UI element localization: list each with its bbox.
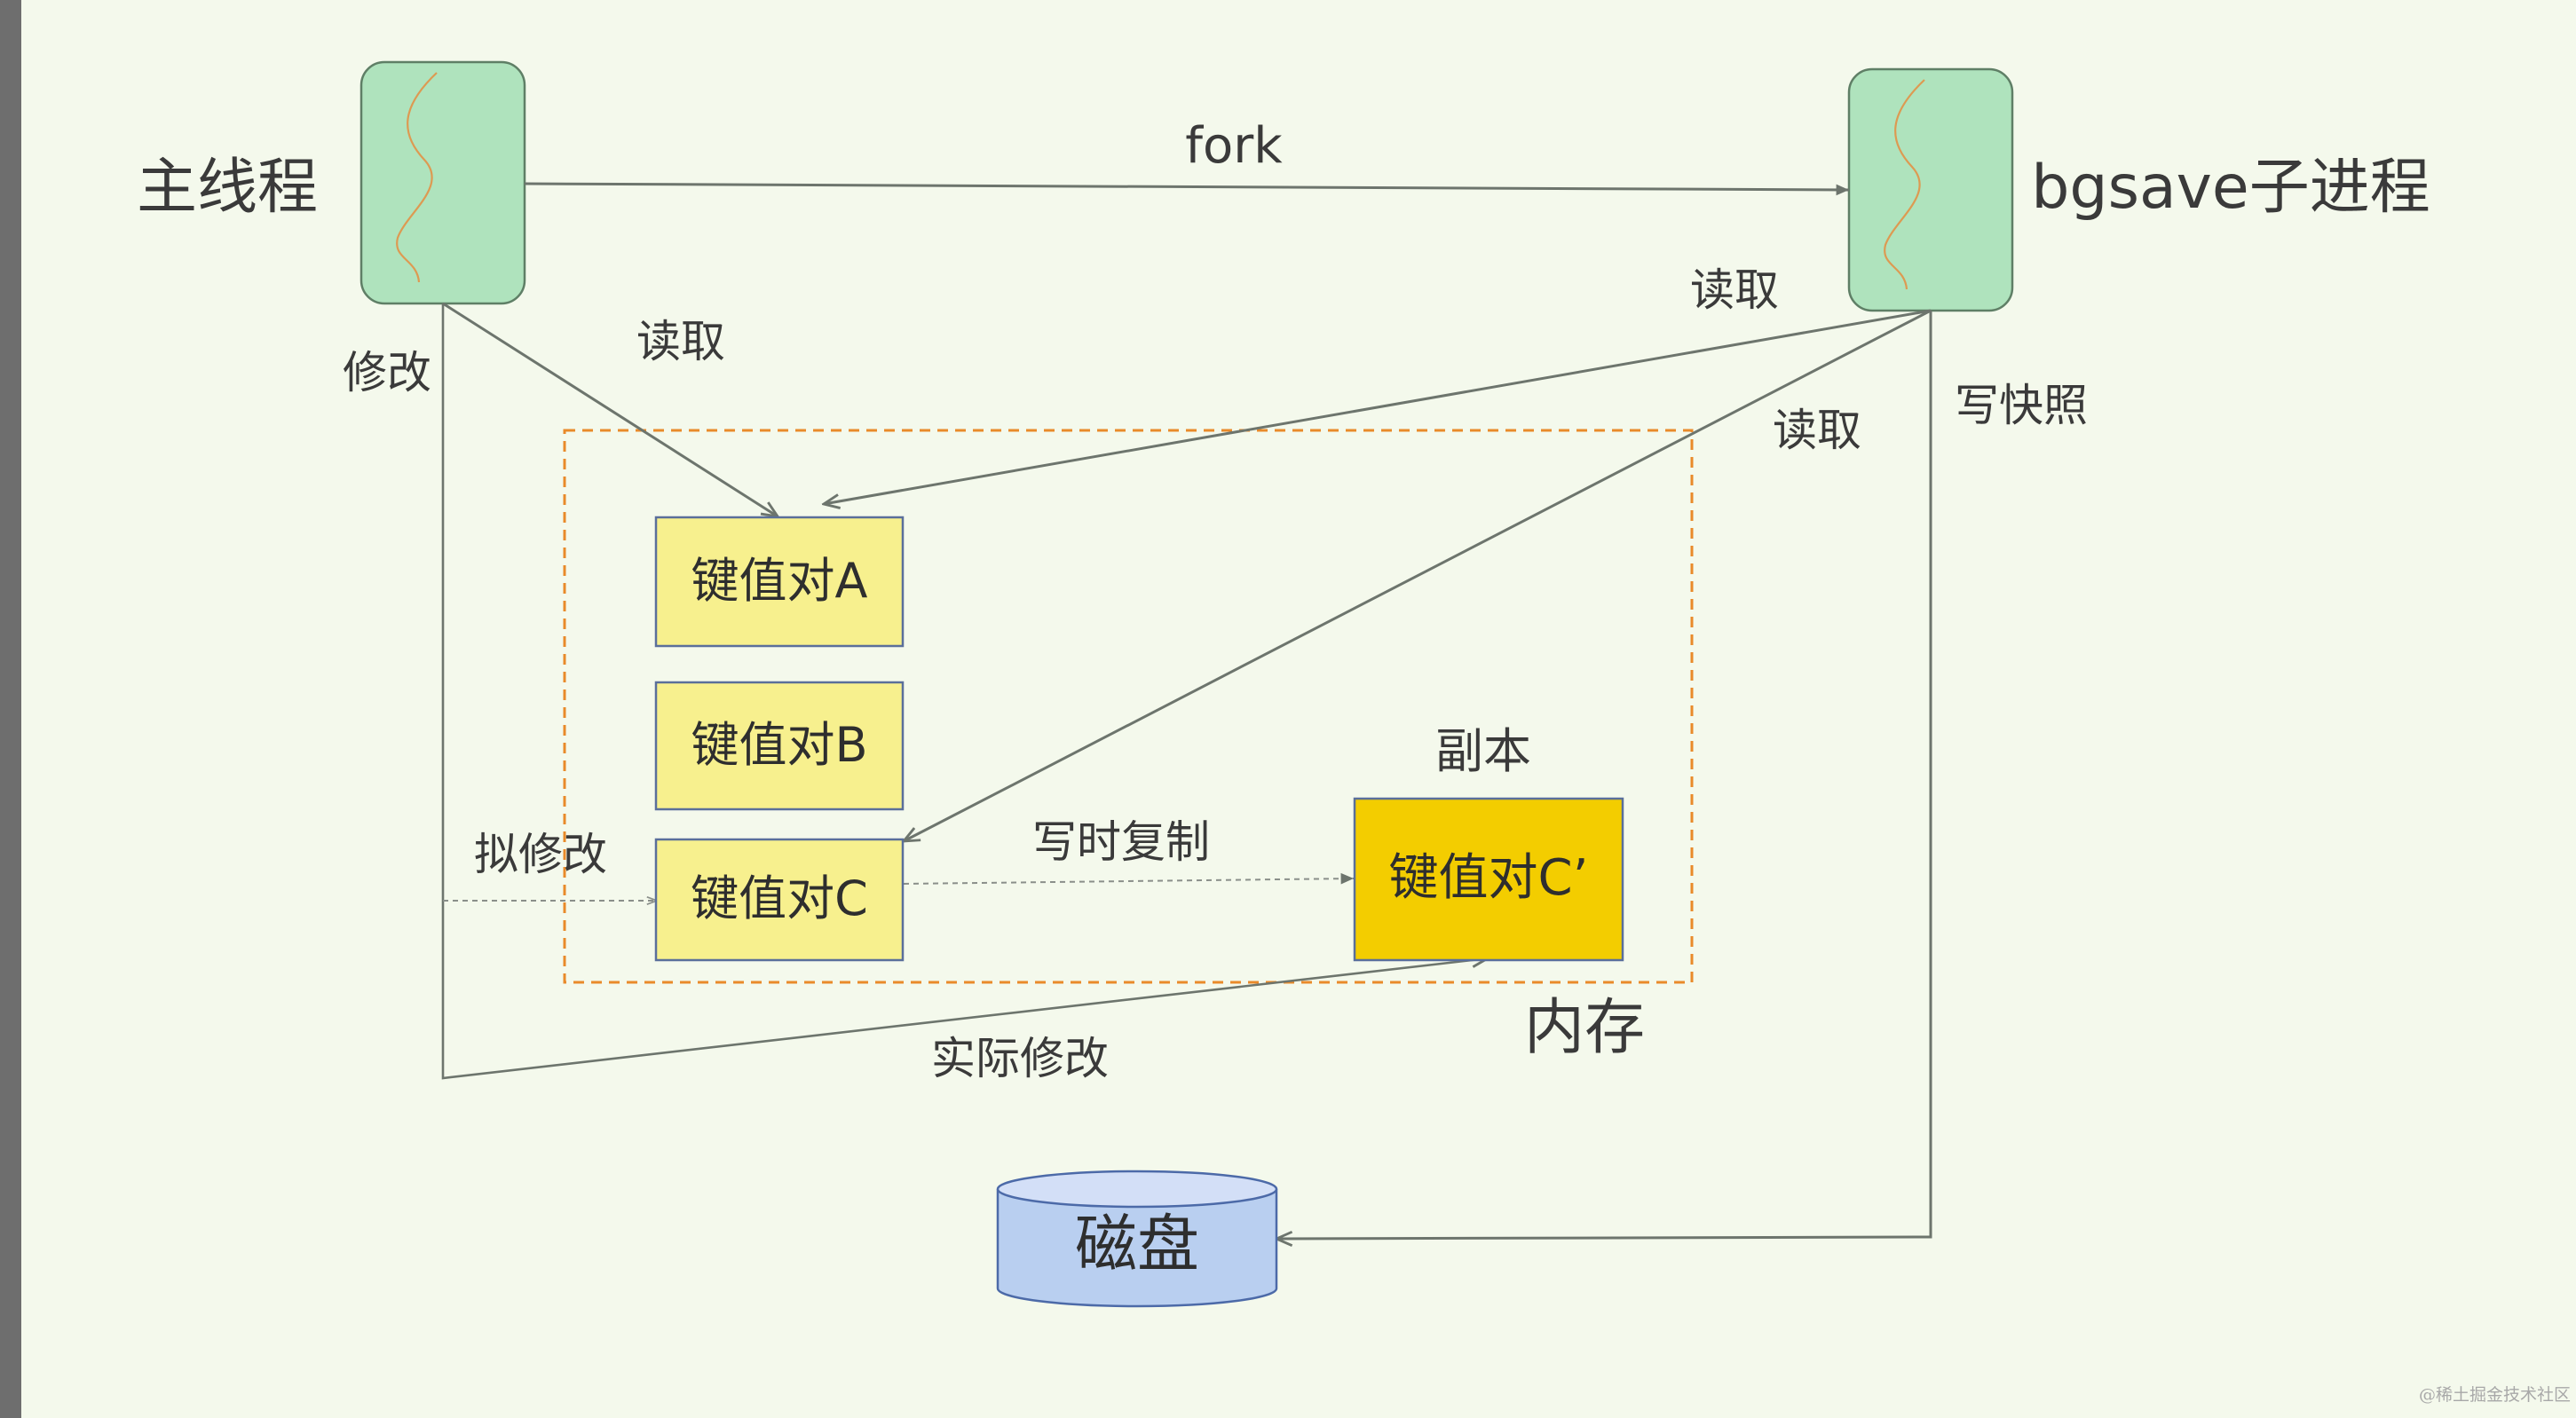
copy-on-write-label: 写时复制: [1032, 816, 1210, 868]
main-read-label: 读取: [636, 316, 725, 367]
copy-label: 副本: [1435, 723, 1531, 779]
main-thread-process-icon: [360, 60, 526, 305]
child-read-a-arrow: [824, 309, 1932, 504]
kv-box-b-label: 键值对B: [691, 717, 868, 773]
bgsave-process-label: bgsave子进程: [2031, 153, 2430, 223]
main-read-arrow: [442, 302, 778, 516]
bgsave-process-icon: [1847, 67, 2014, 312]
actual-modify-arrow: [441, 303, 1488, 1080]
fork-arrow: [524, 182, 1850, 196]
kv-box-b: [654, 681, 905, 811]
left-edge-strip: [0, 0, 21, 1418]
write-snapshot-label: 写快照: [1955, 380, 2088, 431]
disk-label: 磁盘: [1075, 1208, 1199, 1280]
kv-box-a: [654, 516, 905, 648]
copy-on-write-arrow: [903, 872, 1355, 885]
actual-modify-label: 实际修改: [931, 1033, 1109, 1084]
main-thread-label: 主线程: [136, 153, 319, 223]
child-read-label-2: 读取: [1773, 405, 1861, 456]
kv-box-c-label: 键值对C: [691, 870, 868, 926]
kv-box-a-label: 键值对A: [691, 553, 868, 609]
write-snapshot-arrow: [1276, 311, 1932, 1239]
memory-label: 内存: [1523, 993, 1646, 1063]
kv-box-c: [654, 838, 905, 962]
memory-region: [563, 429, 1694, 984]
modify-label: 修改: [343, 347, 431, 398]
child-read-label-1: 读取: [1690, 264, 1779, 316]
pre-modify-label: 拟修改: [474, 829, 607, 880]
disk-cylinder-icon: [996, 1170, 1278, 1308]
watermark: @稀土掘金技术社区: [2418, 1385, 2571, 1405]
fork-label: fork: [1185, 117, 1283, 175]
child-read-c-arrow: [904, 309, 1932, 841]
kv-box-c-copy-label: 键值对C’: [1388, 849, 1589, 907]
kv-box-c-copy: [1353, 797, 1624, 962]
